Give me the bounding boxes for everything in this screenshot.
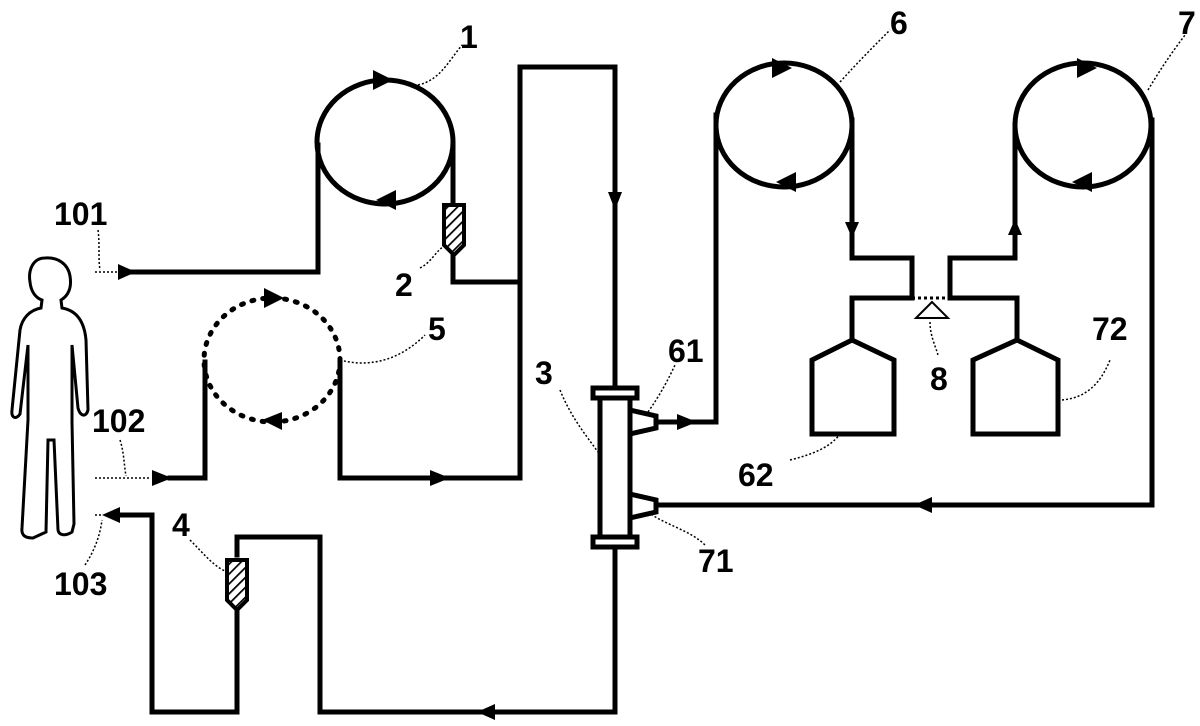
leader-101 [97, 229, 101, 271]
label-valve-8: 8 [930, 361, 948, 397]
filter-3-top-cap [590, 385, 640, 401]
tank-72 [970, 337, 1061, 437]
leader-8 [929, 321, 939, 356]
label-line-102: 102 [92, 403, 145, 439]
flow-arrow [262, 412, 282, 430]
label-tank-62: 62 [738, 457, 774, 493]
leader-6 [839, 29, 891, 83]
leader-72 [1061, 359, 1111, 401]
label-filter-3: 3 [535, 355, 553, 391]
leader-61 [647, 364, 676, 413]
flow-arrow [677, 414, 697, 430]
flow-arrow [102, 507, 120, 523]
port-71 [627, 490, 659, 522]
line-103-path [107, 512, 240, 715]
flow-arrow [477, 704, 495, 720]
valve-8 [913, 300, 951, 319]
label-line-103: 103 [54, 566, 107, 602]
leader-1 [417, 44, 463, 86]
pump-5-loop [201, 295, 343, 425]
patient-figure [10, 256, 90, 540]
flow-arrow [264, 288, 284, 308]
flow-arrow [152, 470, 172, 486]
label-injector-2: 2 [395, 267, 413, 303]
flow-arrow [430, 470, 450, 486]
flow-arrow [1072, 172, 1092, 192]
label-pump-5: 5 [428, 311, 446, 347]
leader-2 [419, 244, 447, 269]
line-102-path [167, 279, 523, 481]
inlet-61-path [653, 112, 719, 425]
port-61 [627, 406, 659, 438]
flow-arrow [772, 58, 792, 78]
flow-arrow [118, 264, 136, 280]
flow-arrow [1077, 58, 1097, 78]
leader-7 [1147, 34, 1186, 91]
pump-7-inlet-path [947, 122, 1020, 343]
label-inlet-61: 61 [668, 333, 704, 369]
label-pump-1: 1 [460, 19, 478, 55]
label-line-101: 101 [54, 196, 107, 232]
label-injector-4: 4 [172, 507, 190, 543]
flow-arrow [845, 222, 859, 238]
pump-6-outlet-path [849, 117, 915, 343]
label-inlet-71: 71 [698, 543, 734, 579]
return-line-path [234, 534, 618, 715]
injector-2 [442, 203, 466, 258]
leader-5 [339, 334, 426, 364]
pump-7-loop [1012, 60, 1154, 190]
flow-arrow [914, 497, 932, 513]
label-pump-6: 6 [890, 5, 908, 41]
tank-62 [809, 337, 897, 437]
injector-4 [225, 558, 249, 613]
leader-3 [559, 389, 601, 456]
leader-103 [84, 519, 103, 566]
leader-102 [119, 439, 127, 477]
line-101-path [122, 142, 321, 275]
pump-6-loop [713, 60, 855, 190]
filter-3-body [597, 392, 633, 543]
leader-4 [189, 539, 229, 573]
label-tank-72: 72 [1092, 311, 1128, 347]
pump-1-loop [314, 77, 456, 207]
flow-arrow [373, 70, 393, 90]
flow-arrow [776, 172, 796, 192]
flow-arrow [608, 192, 622, 210]
flow-arrow [1008, 219, 1022, 235]
flow-arrow [376, 190, 396, 210]
pump-1-outlet-path [450, 64, 618, 408]
leader-62 [789, 433, 841, 461]
label-pump-7: 7 [1178, 5, 1196, 41]
outlet-71-path [653, 117, 1155, 508]
leader-71 [647, 511, 706, 546]
